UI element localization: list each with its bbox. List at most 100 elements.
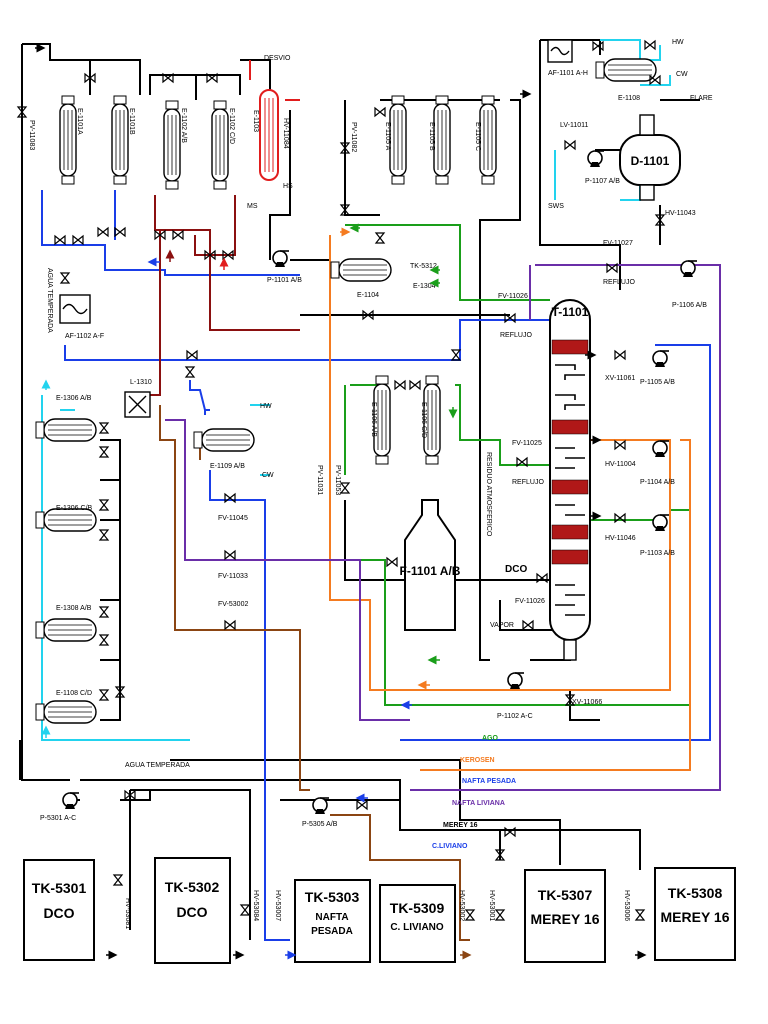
label-e-1108cd: E-1108 C/D [56,690,92,697]
pump-p-1103[interactable] [652,514,670,532]
label-pv-11082: PV-11082 [350,122,357,152]
label-e-1106ab: E-1106 A/B [370,402,377,437]
exchanger-e-1102ab[interactable] [163,100,181,190]
exchanger-e-1308ab[interactable] [35,618,97,642]
label-p-1106: P-1106 A/B [672,302,707,309]
label-dco: DCO [505,564,527,575]
label-p-1105: P-1105 A/B [640,379,675,386]
pump-p-1101[interactable] [272,250,290,268]
label-p-1103: P-1103 A/B [640,550,675,557]
label-pv-11031: PV-11031 [316,465,323,495]
label-f-1101: F-1101 A/B [400,564,461,578]
line-heavy-naphtha [41,190,300,276]
label-e-1308ab: E-1308 A/B [56,605,92,612]
label-reflujo-top: REFLUJO [603,279,635,286]
label-e-1306cb: E-1306 C/B [56,505,93,512]
air-cooler-af-1102[interactable] [59,294,91,324]
label-p-5301: P-5301 A-C [40,815,76,822]
exchanger-e-1306cb[interactable] [35,508,97,532]
label-reflujo: REFLUJO [500,332,532,339]
label-hw-2: HW [260,403,272,410]
exchanger-e-1105b[interactable] [433,95,451,185]
label-t-1101: T-1101 [552,305,589,319]
label-hv-11046: HV-11046 [605,535,636,542]
line-light-naphtha [410,264,721,791]
label-e-1101b: E-1101B [128,108,135,135]
label-nafta-pesada: NAFTA PESADA [462,778,516,785]
tank-product: NAFTA [315,912,348,923]
pump-p-1105[interactable] [652,350,670,368]
tank-tk-5303[interactable]: TK-5303 NAFTA PESADA [294,879,371,963]
label-pv-11053: PV-11053 [334,465,341,495]
label-hv-53007: HV-53007 [274,890,281,921]
label-flare: FLARE [690,95,713,102]
flow-arrows [35,43,647,960]
label-reflujo-mid: REFLUJO [512,479,544,486]
pump-p-1104[interactable] [652,440,670,458]
exchanger-e-1102cd[interactable] [211,100,229,190]
tank-product: MEREY 16 [531,911,600,927]
label-desvio: DESVIO [264,55,291,62]
tank-id: TK-5302 [165,879,220,895]
label-af-1102: AF-1102 A-F [65,333,104,340]
level-vessel-l-1310[interactable] [124,391,151,418]
label-fv-11025: FV-11025 [512,440,542,447]
exchanger-e-1109ab[interactable] [193,428,255,452]
exchanger-e-1105a[interactable] [389,95,407,185]
label-fv-11027: FV-11027 [603,240,633,247]
tank-id: TK-5303 [305,889,360,905]
label-e-1108: E-1108 [618,95,640,102]
line-hot-oil [154,195,300,331]
label-af-1101: AF-1101 A-H [548,70,588,77]
label-hv-11043: HV-11043 [665,210,696,217]
label-c-liviano: C.LIVIANO [432,843,468,850]
label-hv-53002: HV-53002 [458,890,465,921]
furnace-f-1101[interactable] [404,499,456,631]
line-ago [345,224,550,301]
exchanger-e-1101a[interactable] [59,95,77,185]
label-fv-11045: FV-11045 [218,515,248,522]
tank-tk-5301[interactable]: TK-5301 DCO [23,859,95,961]
tank-product: MEREY 16 [661,909,730,925]
tank-tk-5309[interactable]: TK-5309 C. LIVIANO [379,884,456,963]
label-e-1306ab: E-1306 A/B [56,395,92,402]
tank-tk-5308[interactable]: TK-5308 MEREY 16 [654,867,736,961]
label-p-1101: P-1101 A/B [267,277,302,284]
label-d-1101: D-1101 [631,154,670,168]
exchanger-e-1306ab[interactable] [35,418,97,442]
label-residuo-atmosferico: RESIDUO ATMOSFERICO [485,452,492,537]
tank-tk-5302[interactable]: TK-5302 DCO [154,857,231,964]
exchanger-e-1105c[interactable] [479,95,497,185]
label-e-1105c: E-1105 C [474,122,481,151]
label-agua-temperada: AGUA TEMPERADA [125,762,190,769]
exchanger-e-1103[interactable] [259,89,279,181]
exchanger-e-1108[interactable] [595,58,657,82]
label-nafta-liviana: NAFTA LIVIANA [452,800,505,807]
pump-p-1102[interactable] [507,672,525,690]
line-kerosene [329,235,671,691]
pump-p-5301[interactable] [62,792,80,810]
exchanger-e-1104[interactable] [330,258,392,282]
tank-product: DCO [43,905,74,921]
column-t-1101[interactable] [549,299,591,661]
label-fv-11026-b: FV-11026 [515,598,545,605]
exchanger-e-1101b[interactable] [111,95,129,185]
label-e-1102cd: E-1102 C/D [228,108,235,144]
exchanger-e-1108cd[interactable] [35,700,97,724]
label-e-1106cd: E-1106 C/D [420,402,427,438]
air-cooler-af-1101[interactable] [547,39,573,63]
label-p-1107: P-1107 A/B [585,178,620,185]
label-cw-2: CW [262,472,274,479]
tank-id: TK-5309 [390,900,445,916]
label-hv-11004: HV-11004 [605,461,636,468]
pump-p-1107[interactable] [587,150,605,168]
label-sws: SWS [548,203,564,210]
line-water [41,395,190,741]
label-cw: CW [676,71,688,78]
drum-d-1101[interactable] [619,114,681,201]
pump-p-1106[interactable] [680,260,698,278]
tank-tk-5307[interactable]: TK-5307 MEREY 16 [524,869,606,963]
label-hv-53001: HV-53001 [488,890,495,921]
equipment-labels: PV-11083 E-1101A E-1101B E-1102 A/B E-11… [28,39,713,929]
label-tk-5312: TK-5312 [410,263,437,270]
